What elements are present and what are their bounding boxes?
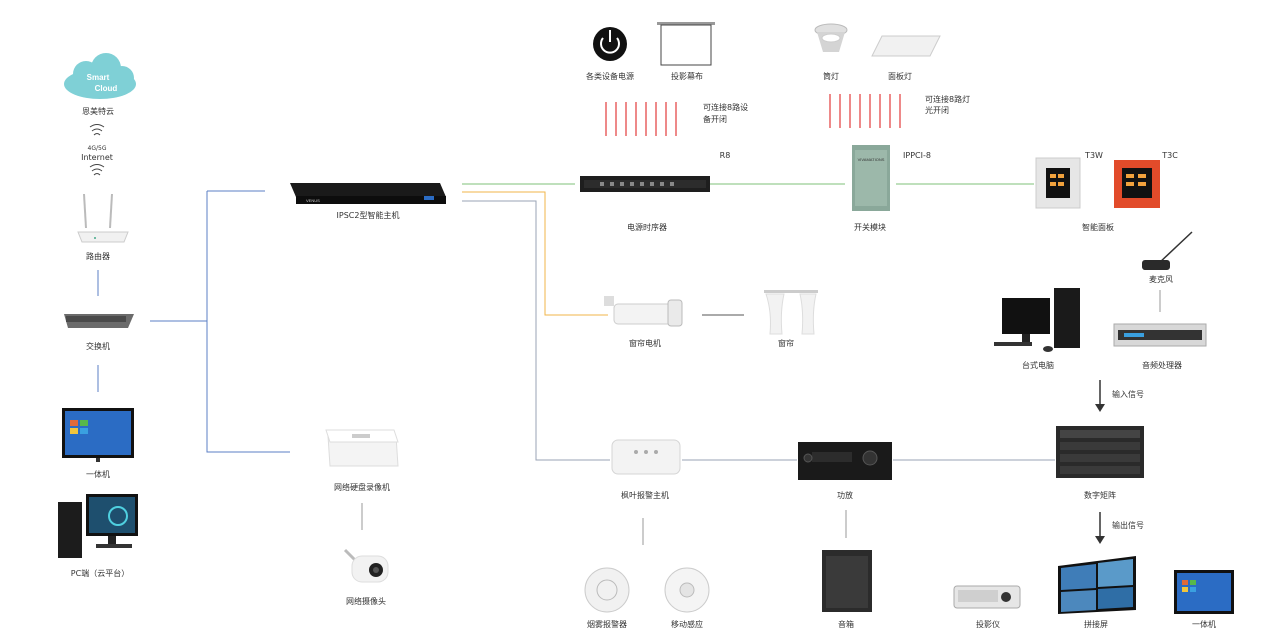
switch-label: 交换机: [86, 342, 110, 351]
aio-left-icon: [62, 408, 134, 462]
t3w-label: T3W: [1085, 151, 1103, 160]
power-icon: [593, 27, 627, 61]
projection-screen-icon: [657, 22, 715, 66]
r8-note-line1: 可连接8路设: [703, 103, 749, 112]
digital-matrix-icon: [1056, 426, 1144, 478]
audio-processor-icon: [1113, 323, 1207, 347]
connection-lines: [97, 183, 1161, 545]
svg-text:VIVAMATIONS: VIVAMATIONS: [858, 157, 885, 162]
cloud-brand-line1: Smart: [87, 73, 110, 82]
curtain-label: 窗帘: [778, 339, 794, 348]
smoke-detector-icon: [584, 567, 630, 613]
motion-sensor-icon: [664, 567, 710, 613]
wifi-icon-top: [89, 124, 105, 136]
videowall-label: 拼接屏: [1084, 620, 1108, 629]
alarm-host-icon: [611, 439, 681, 475]
panel-light-icon: [871, 35, 941, 57]
video-wall-icon: [1058, 556, 1136, 614]
nvr-icon: [325, 429, 399, 467]
host-label: IPSC2型智能主机: [336, 211, 400, 220]
motion-label: 移动感应: [671, 620, 703, 629]
line-host-curtain: [462, 191, 608, 316]
line-host-alarm: [462, 200, 610, 461]
curtain-motor-label: 窗帘电机: [629, 339, 661, 348]
light-note-line2: 光开闭: [925, 106, 949, 115]
ip-camera-icon: [343, 548, 389, 583]
aio-right-icon: [1174, 570, 1234, 614]
amplifier-label: 功放: [837, 491, 853, 500]
pc-label: PC端（云平台）: [70, 569, 130, 578]
r8-note-line2: 备开闭: [703, 115, 727, 124]
t3c-label: T3C: [1162, 151, 1178, 160]
projector-icon: [953, 585, 1021, 609]
line-bus-host: [206, 191, 290, 453]
audio-processor-label: 音频处理器: [1142, 361, 1182, 370]
smart-host-icon: VENUS: [290, 183, 446, 204]
relay-channel-ticks: [605, 102, 677, 136]
downlight-label: 筒灯: [823, 72, 839, 81]
output-signal-label: 输出信号: [1112, 521, 1144, 530]
aio-right-label: 一体机: [1192, 620, 1216, 629]
aio-left-label: 一体机: [86, 470, 110, 479]
r8-model-label: R8: [719, 151, 731, 160]
network-switch-icon: [64, 314, 134, 328]
smart-cloud-icon: Smart Cloud: [64, 53, 136, 99]
router-label: 路由器: [86, 252, 110, 261]
ipcam-label: 网络摄像头: [346, 597, 386, 606]
desktop-label: 台式电脑: [1022, 361, 1054, 370]
input-signal-arrow-icon: [1095, 380, 1105, 412]
input-signal-label: 输入信号: [1112, 390, 1144, 399]
screen-label: 投影幕布: [671, 72, 703, 81]
wifi-icon-bottom: [89, 164, 105, 176]
amplifier-icon: [798, 442, 892, 480]
smart-panel-t3w-icon: [1035, 157, 1081, 209]
sequencer-label: 电源时序器: [627, 223, 667, 232]
pc-icon: [58, 494, 138, 558]
matrix-label: 数字矩阵: [1084, 491, 1116, 500]
switch-module-label: 开关模块: [854, 223, 886, 232]
internet-label: Internet: [81, 153, 113, 162]
ippci-model-label: IPPCI-8: [903, 151, 931, 160]
panel-light-label: 面板灯: [888, 72, 912, 81]
speaker-label: 音箱: [838, 620, 854, 629]
smart-panel-label: 智能面板: [1082, 223, 1114, 232]
light-note-line1: 可连接8路灯: [925, 95, 971, 104]
desktop-icon: [994, 288, 1080, 352]
router-icon: [77, 193, 129, 243]
alarm-host-label: 枫叶报警主机: [621, 491, 669, 500]
curtain-icon: [764, 290, 818, 335]
network-band-label: 4G/5G: [87, 145, 107, 152]
smart-panel-t3c-icon: [1114, 160, 1160, 208]
cloud-label: 恩美特云: [82, 107, 114, 116]
downlight-icon: [814, 23, 848, 52]
nvr-label: 网络硬盘录像机: [334, 483, 390, 492]
light-channel-ticks: [829, 94, 901, 128]
microphone-icon: [1142, 231, 1193, 270]
power-sequencer-icon: [580, 176, 710, 192]
svg-text:VENUS: VENUS: [306, 198, 320, 203]
curtain-motor-icon: [604, 296, 683, 327]
cloud-brand-line2: Cloud: [95, 84, 118, 93]
output-signal-arrow-icon: [1095, 512, 1105, 544]
projector-label: 投影仪: [976, 620, 1000, 629]
microphone-label: 麦克风: [1149, 275, 1173, 284]
power-label: 各类设备电源: [586, 72, 634, 81]
switch-module-icon: VIVAMATIONS: [852, 145, 890, 211]
speaker-icon: [822, 550, 872, 612]
smoke-label: 烟雾报警器: [587, 620, 627, 629]
